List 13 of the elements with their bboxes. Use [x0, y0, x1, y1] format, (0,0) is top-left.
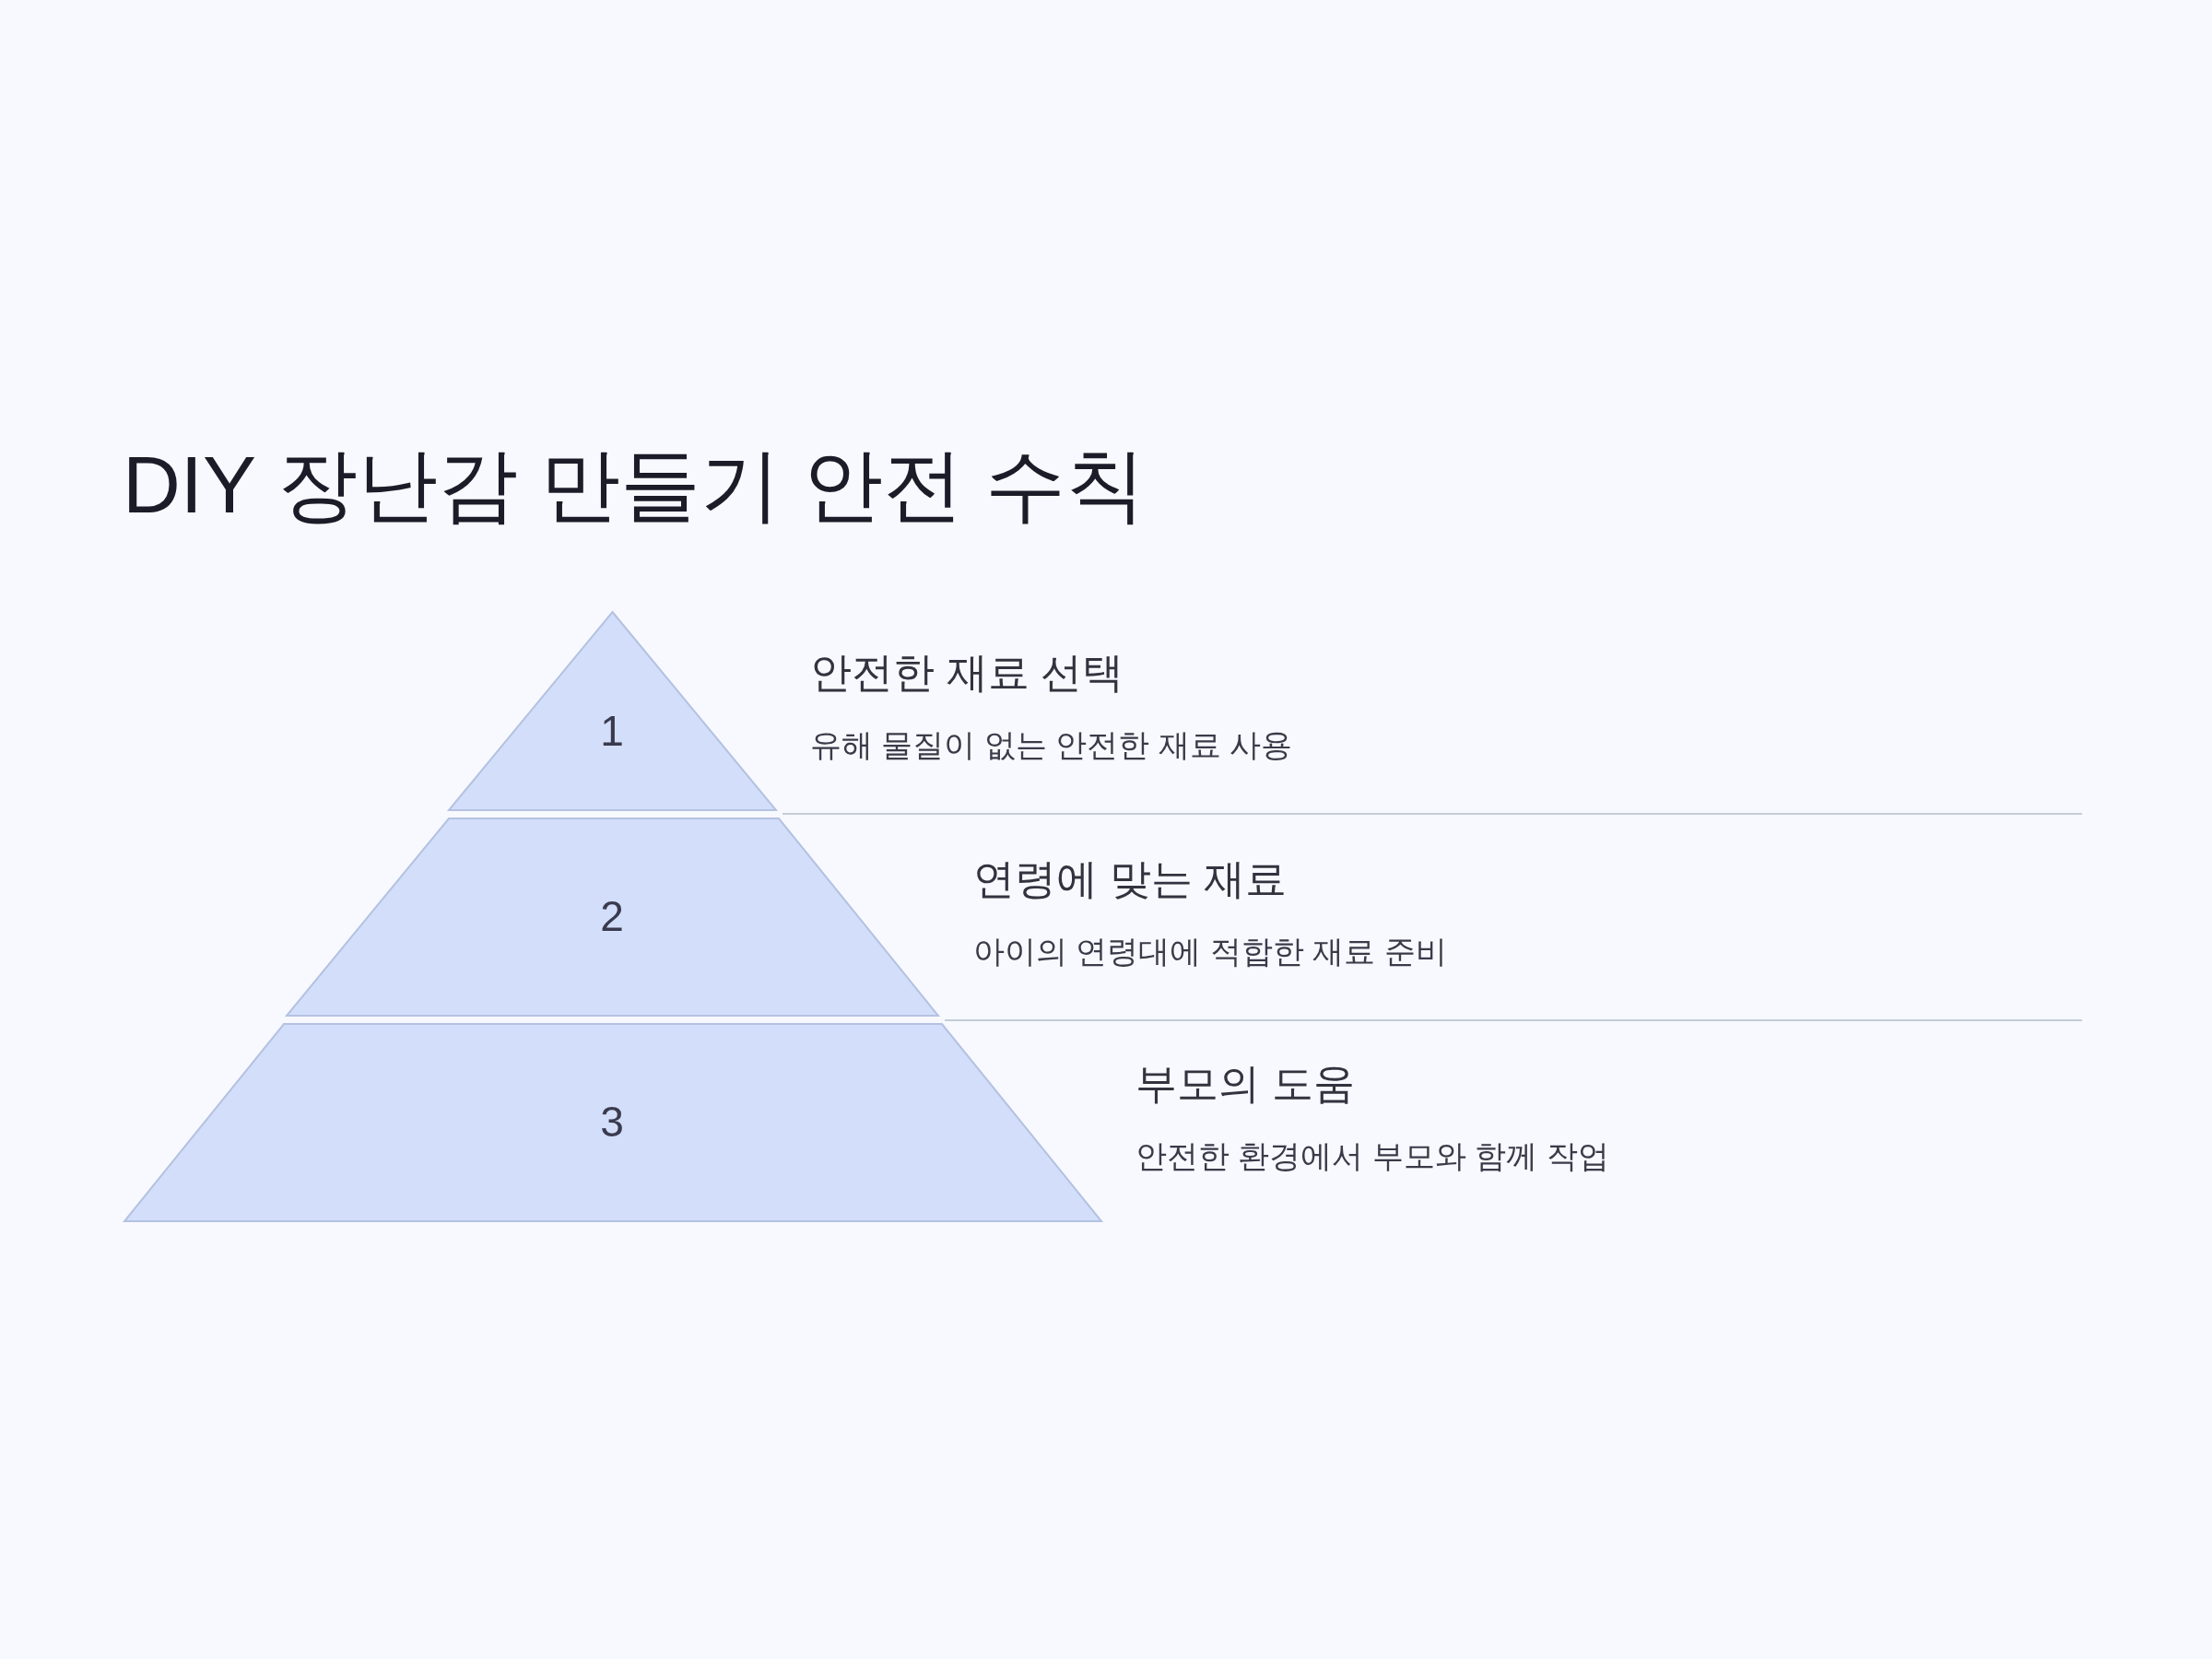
tier-number: 3 [600, 1097, 624, 1147]
step-heading: 안전한 재료 선택 [810, 648, 1124, 698]
step-description: 유해 물질이 없는 안전한 재료 사용 [810, 726, 1293, 764]
step-description: 아이의 연령대에 적합한 재료 준비 [973, 933, 1447, 971]
tier-number: 1 [600, 706, 624, 756]
pyramid-tier [124, 1024, 1101, 1221]
title: DIY 장난감 만들기 안전 수칙 [123, 439, 1147, 531]
tier-number: 2 [600, 891, 624, 941]
step-heading: 부모의 도움 [1135, 1059, 1355, 1109]
pyramid-tier [449, 612, 776, 810]
step-heading: 연령에 맞는 재료 [973, 854, 1287, 904]
step-description: 안전한 환경에서 부모와 함께 작업 [1135, 1137, 1609, 1175]
pyramid-tier [287, 818, 938, 1016]
